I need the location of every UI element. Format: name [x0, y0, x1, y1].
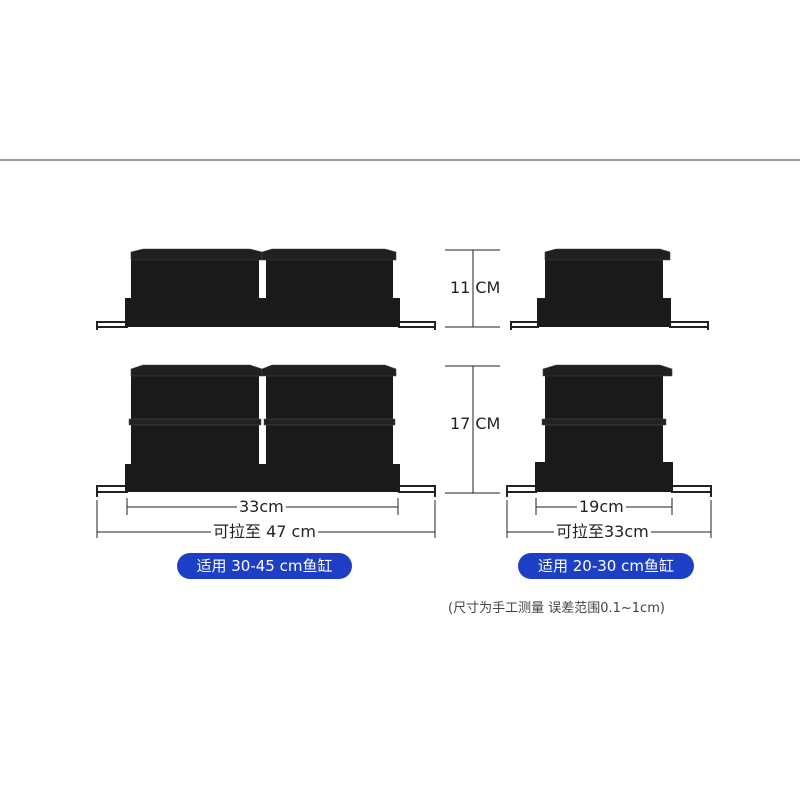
- badge-small-tank: 适用 20-30 cm鱼缸: [518, 553, 694, 579]
- measurement-note: (尺寸为手工测量 误差范围0.1~1cm): [448, 601, 665, 616]
- extend-large-label: 可拉至 47 cm: [211, 522, 318, 541]
- large-single-layer-box: [96, 248, 436, 330]
- height-dimension-11: [445, 249, 500, 328]
- width-large-label: 33cm: [237, 497, 286, 516]
- large-double-layer-box: [96, 364, 436, 497]
- height-double-value: 17: [450, 414, 471, 433]
- extend-small-label: 可拉至33cm: [554, 522, 651, 541]
- badge-large-tank: 适用 30-45 cm鱼缸: [177, 553, 352, 579]
- height-single-value: 11: [450, 278, 471, 297]
- height-unit: CM: [475, 414, 501, 433]
- small-single-layer-box: [510, 248, 709, 330]
- small-double-layer-box: [506, 364, 712, 497]
- height-unit: CM: [475, 278, 501, 297]
- width-small-label: 19cm: [577, 497, 626, 516]
- height-dimension-17: [445, 365, 500, 494]
